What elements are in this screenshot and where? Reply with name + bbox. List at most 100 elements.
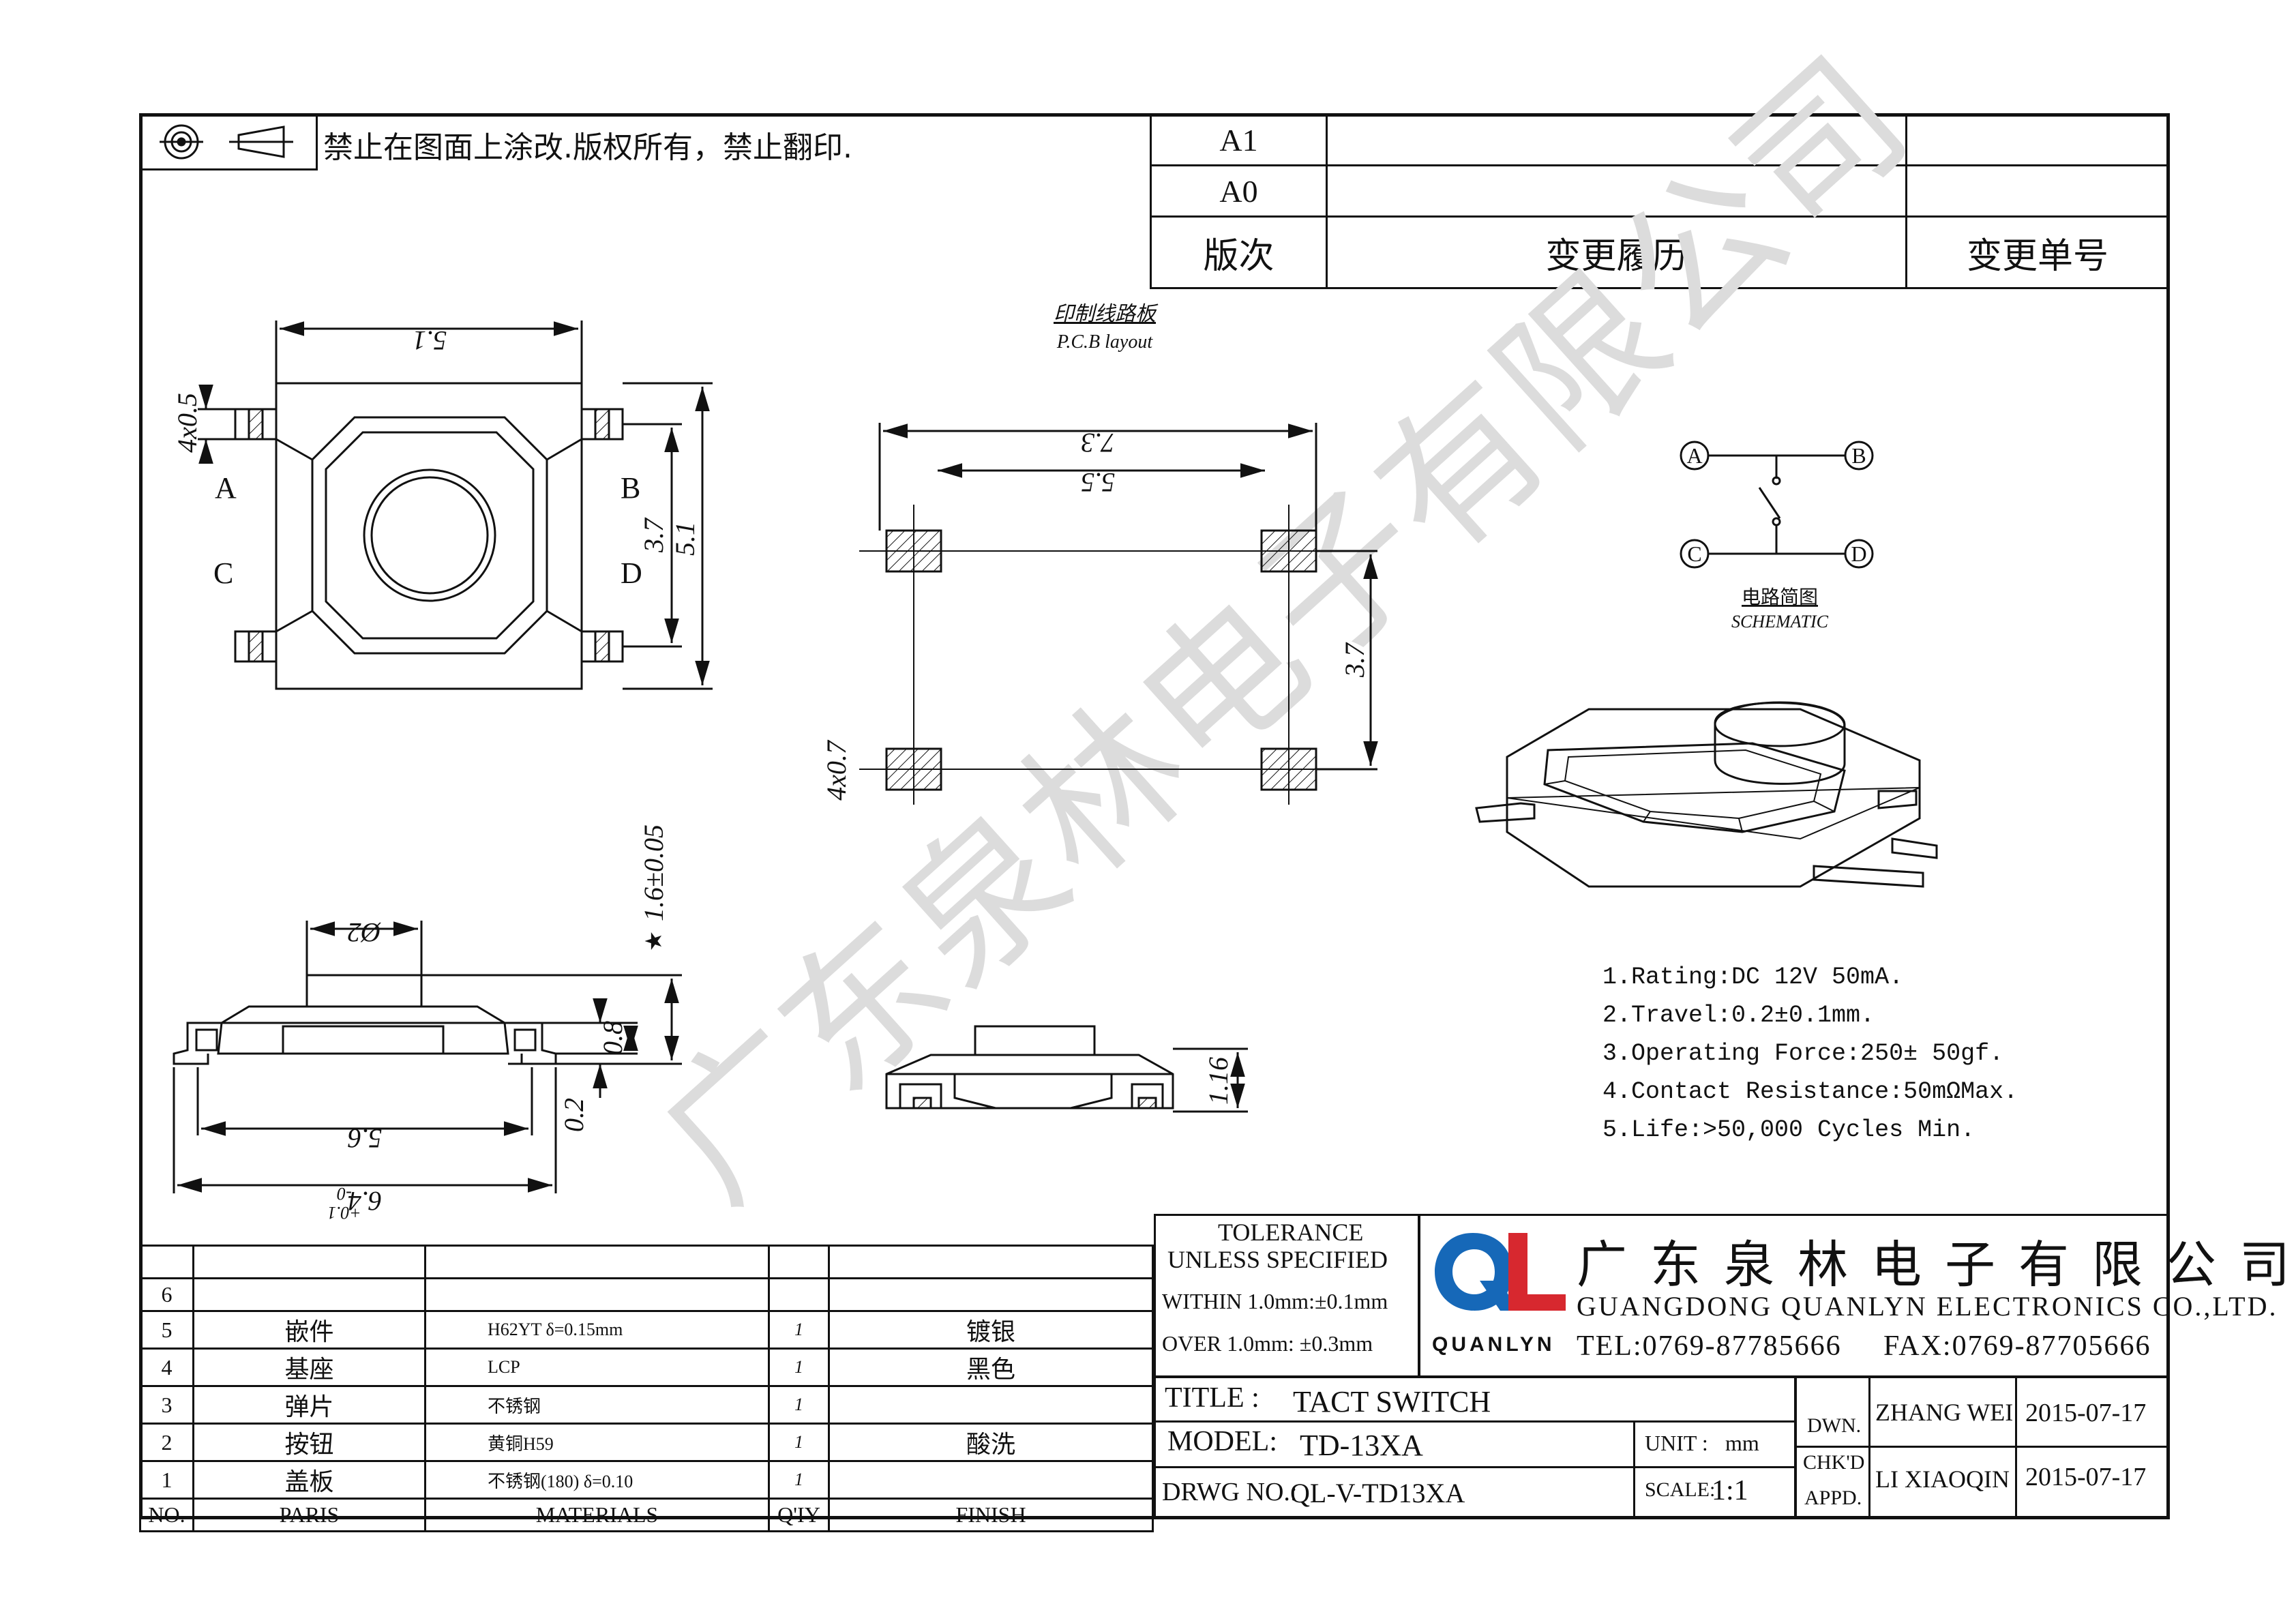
dim-diameter: Ø2 [348,917,382,948]
approval-row-divider [1795,1446,2170,1448]
part-material: LCP [424,1347,770,1387]
rev-a1: A1 [1150,113,1328,167]
company-fax: FAX:0769-87705666 [1883,1330,2151,1362]
isometric-view [1475,701,1938,888]
dim-pin-width: 4x0.5 [172,393,203,453]
spec-resistance: 4.Contact Resistance:50mΩMax. [1602,1078,2018,1105]
pcb-title-cn: 印制线路板 [1054,302,1159,326]
projection-symbol-icon [160,124,293,160]
title-divider [1154,1420,1796,1423]
copyright-notice: 禁止在图面上涂改.版权所有，禁止翻印. [323,130,852,165]
dim-base: 5.6 [348,1123,382,1154]
part-name: 嵌件 [192,1310,426,1350]
company-tel: TEL:0769-87785666 [1577,1330,1842,1362]
dim-width-top: 5.1 [413,325,447,356]
brand-name: QUANLYN [1432,1333,1555,1356]
dwn-label: DWN. [1807,1414,1862,1437]
pin-label-b: B [621,471,640,505]
rev-a0-history [1326,164,1907,218]
unit-value: mm [1725,1431,1759,1455]
part-material [424,1277,770,1312]
part-no: 4 [139,1347,194,1387]
part-material: 不锈钢 [424,1385,770,1425]
part-no: 6 [139,1277,194,1312]
tolerance-within: WITHIN 1.0mm:±0.1mm [1162,1289,1388,1313]
header-finish: FINISH [828,1498,1154,1532]
part-finish: 黑色 [828,1347,1154,1387]
company-logo-icon [1435,1233,1566,1311]
part-qty: 1 [768,1385,830,1425]
part-no: 2 [139,1423,194,1462]
part-qty [768,1277,830,1312]
title-value: TACT SWITCH [1293,1385,1491,1418]
model-label: MODEL: [1167,1426,1277,1457]
spec-rating: 1.Rating:DC 12V 50mA. [1602,964,1904,991]
header-no: NO. [139,1498,194,1532]
model-value: TD-13XA [1300,1429,1423,1462]
part-no: 5 [139,1310,194,1350]
top-view [198,321,713,690]
header-qty: Q'IY [768,1498,830,1532]
part-qty: 1 [768,1310,830,1350]
pcb-title-en: P.C.B layout [1056,331,1153,353]
schematic-node-d: D [1851,541,1866,566]
drwg-label: DRWG NO.: [1162,1478,1298,1506]
spec-life: 5.Life:>50,000 Cycles Min. [1602,1116,1976,1144]
dim-overall-tol-minus: -0 [337,1184,352,1204]
spec-travel: 2.Travel:0.2±0.1mm. [1602,1002,1875,1029]
part-material: 不锈钢(180) δ=0.10 [424,1460,770,1500]
drawn-by: ZHANG WEI [1875,1399,2014,1426]
dim-pcb-outer: 7.3 [1081,428,1115,458]
dim-height-right: 5.1 [670,522,700,556]
spec-force: 3.Operating Force:250± 50gf. [1602,1040,2004,1067]
rev-header-number: 变更单号 [1905,215,2170,289]
model-divider [1154,1466,1796,1468]
approval-col-divider-1 [1868,1376,1870,1519]
rev-header-history: 变更履历 [1326,215,1907,289]
part-name: 弹片 [192,1385,426,1425]
rev-header-version: 版次 [1150,215,1328,289]
table-row: 6 [139,1277,1154,1312]
rev-a0: A0 [1150,164,1328,218]
part-finish: 酸洗 [828,1423,1154,1462]
projection-symbol [139,113,318,170]
header-material: MATERIALS [424,1498,770,1532]
schematic-node-a: A [1686,443,1702,468]
part-name [192,1277,426,1312]
pin-label-c: C [213,556,233,590]
side-view-small [885,1025,1248,1113]
part-finish [828,1277,1154,1312]
tolerance-sublabel: UNLESS SPECIFIED [1167,1246,1388,1273]
part-finish [828,1385,1154,1425]
schematic-title-en: SCHEMATIC [1731,612,1829,631]
chk-label: CHK'D [1803,1451,1865,1474]
dim-height-total: 1.6±0.05 [638,824,669,921]
part-name: 按钮 [192,1423,426,1462]
schematic-node-b: B [1851,443,1866,468]
part-name: 基座 [192,1347,426,1387]
dim-pcb-inner: 5.5 [1081,467,1115,498]
header-part: PARIS [192,1498,426,1532]
company-name-en: GUANGDONG QUANLYN ELECTRONICS CO.,LTD. [1577,1291,2278,1322]
drwg-value: QL-V-TD13XA [1290,1478,1465,1508]
dim-02: 0.2 [558,1098,589,1132]
company-name-cn: 广东泉林电子有限公司 [1577,1236,2296,1294]
scale-label: SCALE: [1645,1478,1716,1501]
side-view [173,921,682,1193]
schematic-diagram [1680,441,1874,569]
approval-col-divider-2 [2015,1376,2017,1519]
dim-inner-right: 3.7 [638,517,669,553]
pin-label-a: A [215,471,237,505]
revision-table: A1 A0 版次变更履历变更单号 [1150,113,2170,289]
unit-label: UNIT : [1645,1431,1708,1455]
checked-by: LI XIAOQIN [1875,1465,2010,1493]
part-material: H62YT δ=0.15mm [424,1310,770,1350]
pcb-layout [859,423,1378,805]
critical-star-icon: ★ [640,931,668,951]
schematic-title-cn: 电路简图 [1742,586,1818,608]
